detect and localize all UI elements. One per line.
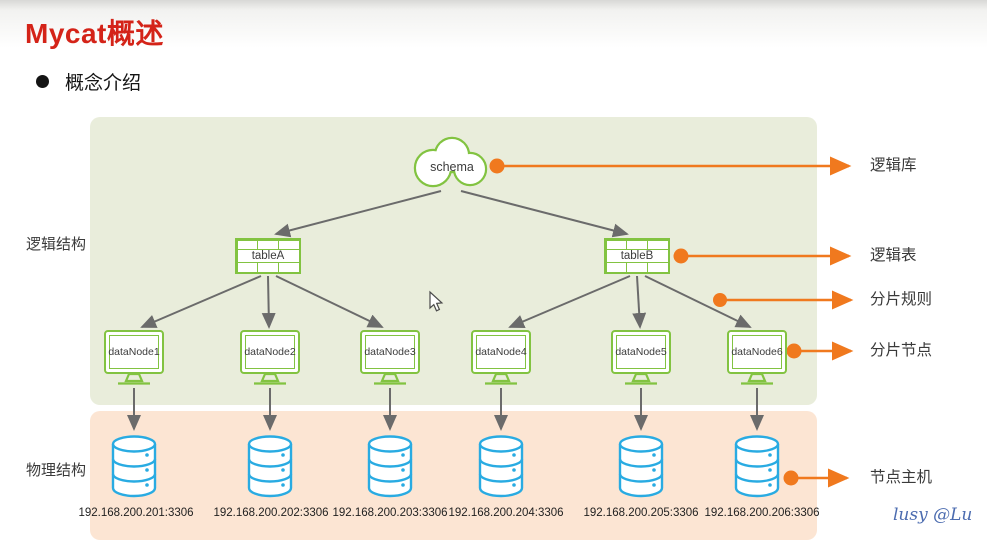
bullet-icon — [36, 75, 49, 88]
database-icon-1 — [110, 434, 158, 500]
database-icon-4 — [477, 434, 525, 500]
data-node-1: dataNode1 — [104, 330, 164, 374]
schema-label: schema — [430, 160, 474, 174]
host-ip-5: 192.168.200.205:3306 — [583, 507, 699, 519]
page-title: Mycat概述 — [25, 18, 164, 49]
monitor-screen: dataNode3 — [364, 335, 416, 369]
data-node-label: dataNode6 — [731, 346, 783, 358]
table-cell — [605, 262, 628, 273]
data-node-label: dataNode5 — [615, 346, 667, 358]
data-node-label: dataNode4 — [475, 346, 527, 358]
database-icon-5 — [617, 434, 665, 500]
data-node-6: dataNode6 — [727, 330, 787, 374]
table-a: tableA — [235, 238, 301, 274]
table-row — [236, 262, 300, 273]
bullet-row: 概念介绍 — [36, 68, 141, 95]
table-cell — [257, 262, 279, 273]
database-icon-3 — [366, 434, 414, 500]
table-label: tableB — [605, 249, 669, 263]
bullet-label: 概念介绍 — [65, 73, 142, 94]
data-node-3: dataNode3 — [360, 330, 420, 374]
data-node-2: dataNode2 — [240, 330, 300, 374]
physical-structure-panel — [90, 411, 817, 540]
host-ip-6: 192.168.200.206:3306 — [704, 507, 820, 519]
host-ip-1: 192.168.200.201:3306 — [78, 507, 194, 519]
data-node-label: dataNode1 — [108, 346, 160, 358]
host-ip-3: 192.168.200.203:3306 — [332, 507, 448, 519]
host-ip-4: 192.168.200.204:3306 — [448, 507, 564, 519]
database-icon-6 — [733, 434, 781, 500]
annotation-label-shard-rule: 分片规则 — [870, 291, 933, 308]
monitor-screen: dataNode2 — [244, 335, 296, 369]
data-node-label: dataNode3 — [364, 346, 416, 358]
table-cell — [646, 262, 669, 273]
annotation-label-logical-db: 逻辑库 — [870, 157, 917, 174]
database-icon-2 — [246, 434, 294, 500]
monitor-screen: dataNode5 — [615, 335, 667, 369]
table-cell — [626, 262, 648, 273]
monitor-screen: dataNode4 — [475, 335, 527, 369]
data-node-4: dataNode4 — [471, 330, 531, 374]
monitor-screen: dataNode1 — [108, 335, 160, 369]
monitor-screen: dataNode6 — [731, 335, 783, 369]
annotation-label-node-host: 节点主机 — [870, 469, 933, 486]
data-node-label: dataNode2 — [244, 346, 296, 358]
annotation-label-shard-node: 分片节点 — [870, 342, 933, 359]
table-cell — [277, 262, 300, 273]
logical-structure-label: 逻辑结构 — [26, 236, 87, 253]
physical-structure-label: 物理结构 — [26, 462, 87, 479]
host-ip-2: 192.168.200.202:3306 — [213, 507, 329, 519]
watermark: lusy @Lu — [893, 505, 973, 525]
table-row — [605, 262, 669, 273]
table-b: tableB — [604, 238, 670, 274]
annotation-label-logical-table: 逻辑表 — [870, 247, 917, 264]
table-label: tableA — [236, 249, 300, 263]
data-node-5: dataNode5 — [611, 330, 671, 374]
table-cell — [236, 262, 259, 273]
